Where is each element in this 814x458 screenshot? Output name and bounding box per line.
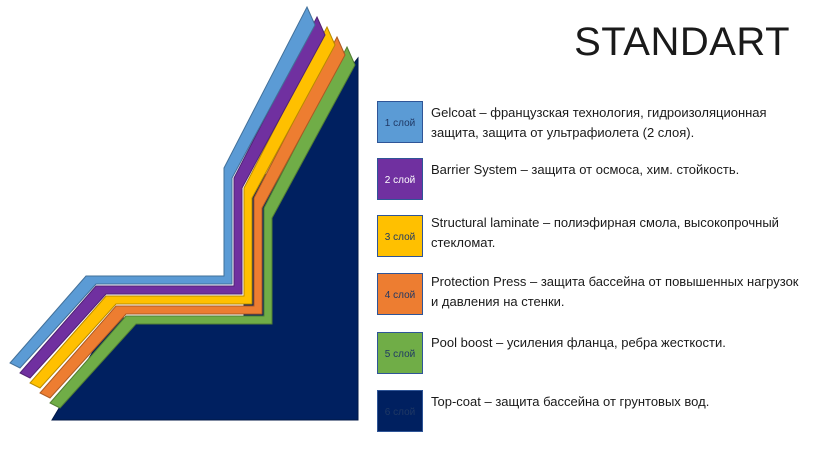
layer-1-sheet: [9, 5, 316, 369]
layer-2-box-label: 2 слой: [384, 174, 416, 186]
layer-6-description: Top-coat – защита бассейна от грунтовых …: [431, 394, 710, 409]
layer-3-description: Structural laminate – полиэфирная смола,…: [431, 215, 779, 250]
layer-5-box-label: 5 слой: [384, 348, 416, 360]
layer-6-box: 6 слой: [377, 390, 423, 432]
layer-1-box: 1 слой: [377, 101, 423, 143]
layer-3-box: 3 слой: [377, 215, 423, 257]
layer-5-description: Pool boost – усиления фланца, ребра жест…: [431, 335, 726, 350]
layer-2-box: 2 слой: [377, 158, 423, 200]
layer-3-box-label: 3 слой: [384, 231, 416, 243]
layer-4-box: 4 слой: [377, 273, 423, 315]
layer-5-box: 5 слой: [377, 332, 423, 374]
layer-2-sheet: [19, 15, 326, 379]
layer-1-description: Gelcoat – французская технология, гидрои…: [431, 105, 767, 140]
layer-1-box-label: 1 слой: [384, 117, 416, 129]
layer-3-sheet: [29, 25, 336, 389]
layer-6-box-label: 6 слой: [384, 406, 416, 418]
layer-2-description: Barrier System – защита от осмоса, хим. …: [431, 162, 740, 177]
layer-5-sheet: [49, 45, 356, 409]
layer-4-sheet: [39, 35, 346, 399]
layer-4-description: Protection Press – защита бассейна от по…: [431, 274, 799, 309]
layer-4-box-label: 4 слой: [384, 289, 416, 301]
page-title: STANDART: [574, 20, 790, 64]
